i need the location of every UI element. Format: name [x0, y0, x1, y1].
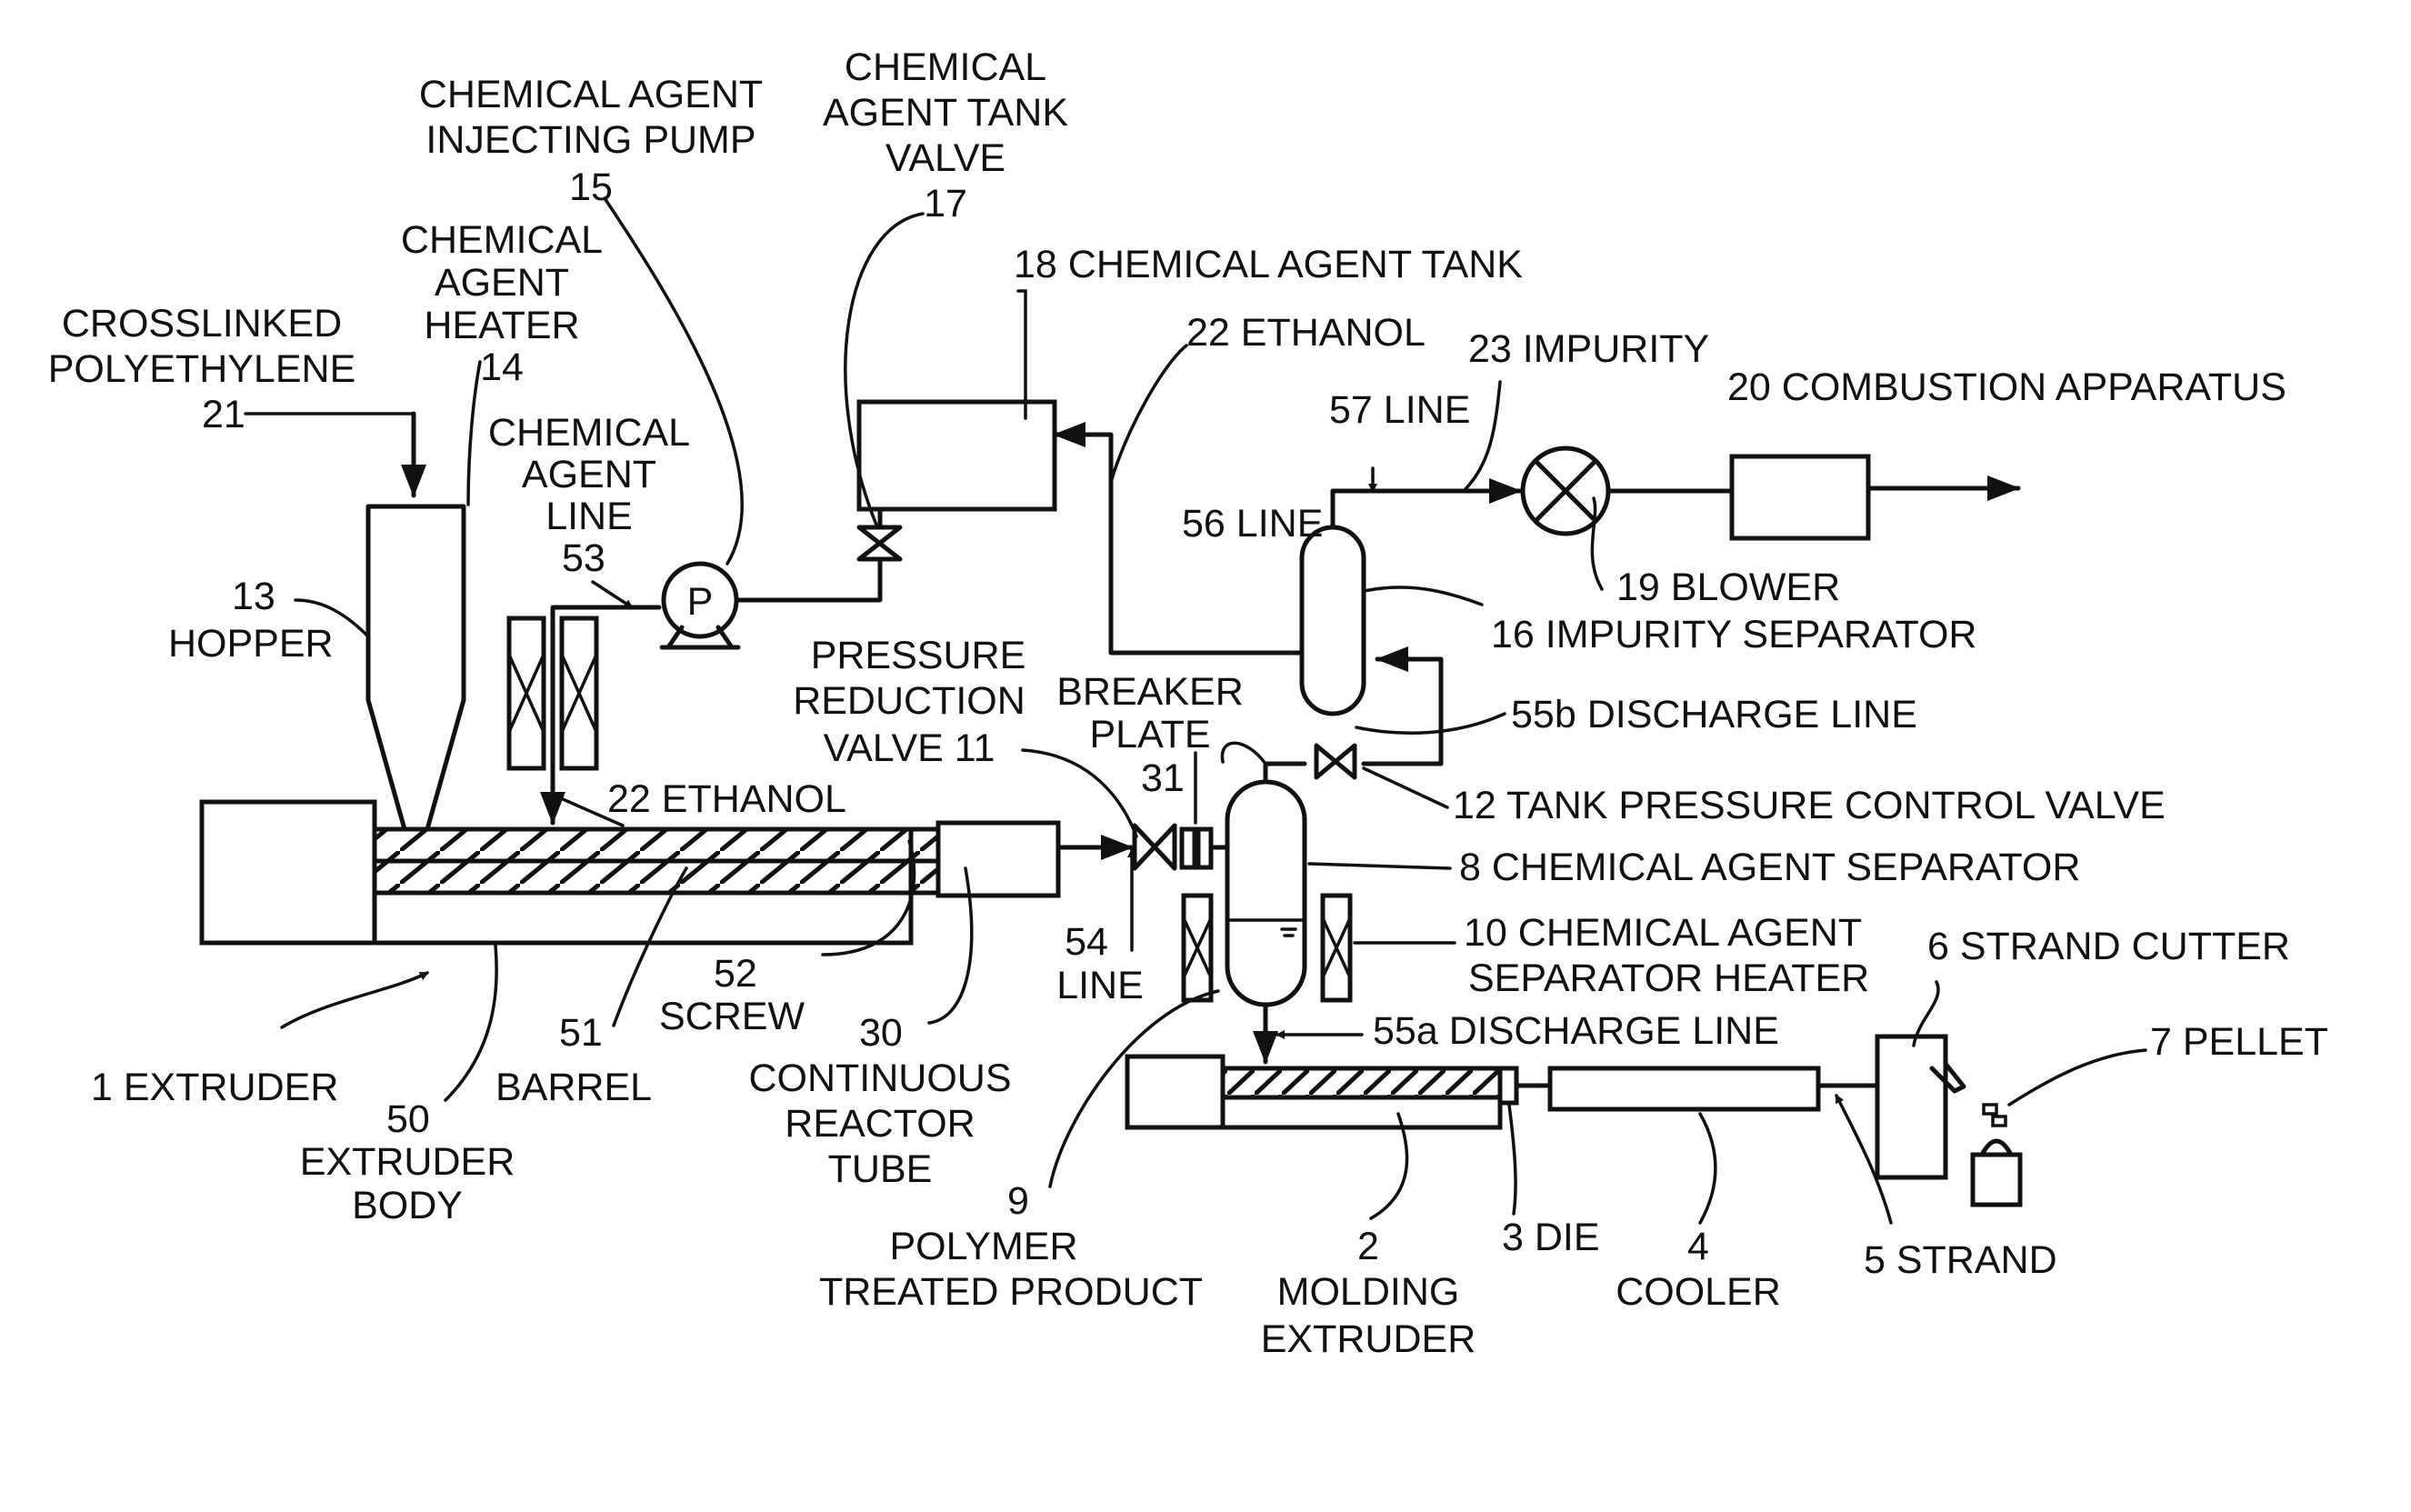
chemical-agent-tank-valve [859, 527, 900, 559]
label-heater-num: 14 [480, 345, 524, 389]
label-xlpe-num: 21 [202, 393, 245, 436]
label-polymer-l2: TREATED PRODUCT [819, 1270, 1203, 1314]
label-tank-valve-l3: VALVE [885, 136, 1005, 180]
hopper [368, 506, 464, 829]
impurity-separator [1302, 527, 1364, 714]
pellet [1973, 1105, 2020, 1205]
label-heater-l2: AGENT [435, 261, 569, 305]
label-discharge-55a: 55a DISCHARGE LINE [1373, 1009, 1779, 1053]
breaker-plate [1182, 829, 1227, 867]
label-pump-l1: CHEMICAL AGENT [419, 73, 763, 116]
label-molding-l2: EXTRUDER [1261, 1317, 1476, 1361]
label-impurity: 23 IMPURITY [1468, 327, 1709, 371]
label-hopper-num: 13 [232, 575, 275, 618]
label-sep-heater-l2: SEPARATOR HEATER [1468, 956, 1869, 1000]
label-pump-num: 15 [569, 165, 613, 209]
label-combustion-apparatus: 20 COMBUSTION APPARATUS [1727, 365, 2286, 409]
chemical-agent-injecting-pump: P [662, 564, 738, 647]
label-chem-line-l1: CHEMICAL [488, 411, 690, 455]
label-tank-valve-num: 17 [924, 182, 967, 225]
chemical-agent-separator [1227, 782, 1305, 1005]
pump-symbol: P [687, 580, 714, 624]
label-breaker-l1: BREAKER [1056, 670, 1244, 714]
label-molding-l1: MOLDING [1277, 1270, 1460, 1314]
label-reactor-num: 30 [859, 1011, 903, 1055]
label-chemical-agent-separator: 8 CHEMICAL AGENT SEPARATOR [1459, 846, 2080, 889]
combustion-apparatus [1732, 456, 1868, 538]
label-hopper: HOPPER [168, 622, 334, 666]
label-pellet: 7 PELLET [2150, 1020, 2328, 1064]
tank-pressure-control-valve [1316, 746, 1355, 777]
label-heater-l1: CHEMICAL [401, 218, 603, 262]
label-screw: SCREW [659, 995, 805, 1038]
label-extruder: 1 EXTRUDER [91, 1066, 338, 1109]
label-impurity-separator: 16 IMPURITY SEPARATOR [1491, 613, 1976, 656]
label-body-num: 50 [386, 1097, 430, 1141]
label-blower: 19 BLOWER [1616, 566, 1840, 609]
label-reactor-l2: REACTOR [785, 1102, 975, 1146]
label-cooler-num: 4 [1687, 1225, 1709, 1268]
label-chem-line-l3: LINE [545, 495, 633, 538]
label-tank-valve-l1: CHEMICAL [845, 45, 1046, 89]
label-cooler: COOLER [1616, 1270, 1781, 1314]
label-barrel-num: 51 [559, 1011, 603, 1055]
label-breaker-num: 31 [1141, 756, 1185, 800]
label-die: 3 DIE [1502, 1216, 1600, 1259]
pressure-reduction-valve [1135, 826, 1175, 868]
die [1500, 1068, 1516, 1103]
label-sep-heater-l1: 10 CHEMICAL AGENT [1464, 911, 1862, 955]
label-reactor-l3: TUBE [828, 1147, 933, 1191]
label-barrel: BARREL [495, 1066, 652, 1109]
label-chem-line-l2: AGENT [522, 453, 656, 496]
label-body-l2: BODY [352, 1184, 463, 1227]
label-screw-num: 52 [714, 952, 757, 996]
strand-cutter [1877, 1036, 1946, 1177]
label-body-l1: EXTRUDER [300, 1140, 515, 1184]
label-pump-l2: INJECTING PUMP [425, 118, 755, 162]
extruder-drive-box [202, 802, 375, 943]
label-chem-line-num: 53 [562, 536, 605, 580]
label-prv-l3: VALVE 11 [824, 726, 995, 770]
label-heater-l3: HEATER [424, 304, 579, 347]
label-xlpe-l1: CROSSLINKED [62, 302, 342, 345]
label-polymer-num: 9 [1007, 1179, 1029, 1223]
label-breaker-l2: PLATE [1089, 713, 1210, 756]
label-polymer-l1: POLYMER [889, 1225, 1077, 1268]
label-strand: 5 STRAND [1864, 1238, 2057, 1282]
label-line-56: 56 LINE [1182, 502, 1323, 546]
label-prv-l2: REDUCTION [793, 679, 1025, 723]
label-prv-l1: PRESSURE [811, 634, 1026, 677]
label-tank-pressure-control-valve: 12 TANK PRESSURE CONTROL VALVE [1453, 784, 2166, 827]
label-chemical-agent-tank: 18 CHEMICAL AGENT TANK [1014, 243, 1523, 286]
label-line-54-num: 54 [1065, 920, 1108, 964]
label-discharge-55b: 55b DISCHARGE LINE [1511, 693, 1917, 736]
label-line-54: LINE [1056, 964, 1144, 1007]
label-line-57: 57 LINE [1329, 388, 1470, 432]
label-xlpe-l2: POLYETHYLENE [48, 347, 356, 391]
molding-screw [1223, 1068, 1500, 1097]
label-ethanol-top: 22 ETHANOL [1186, 311, 1426, 355]
cooler [1550, 1068, 1818, 1109]
label-molding-num: 2 [1357, 1225, 1379, 1268]
label-ethanol-low: 22 ETHANOL [607, 777, 846, 821]
label-strand-cutter: 6 STRAND CUTTER [1927, 925, 2290, 968]
label-tank-valve-l2: AGENT TANK [823, 91, 1068, 135]
continuous-reactor-tube [938, 823, 1058, 896]
label-reactor-l1: CONTINUOUS [748, 1056, 1011, 1100]
molding-extruder-drive [1127, 1056, 1223, 1127]
